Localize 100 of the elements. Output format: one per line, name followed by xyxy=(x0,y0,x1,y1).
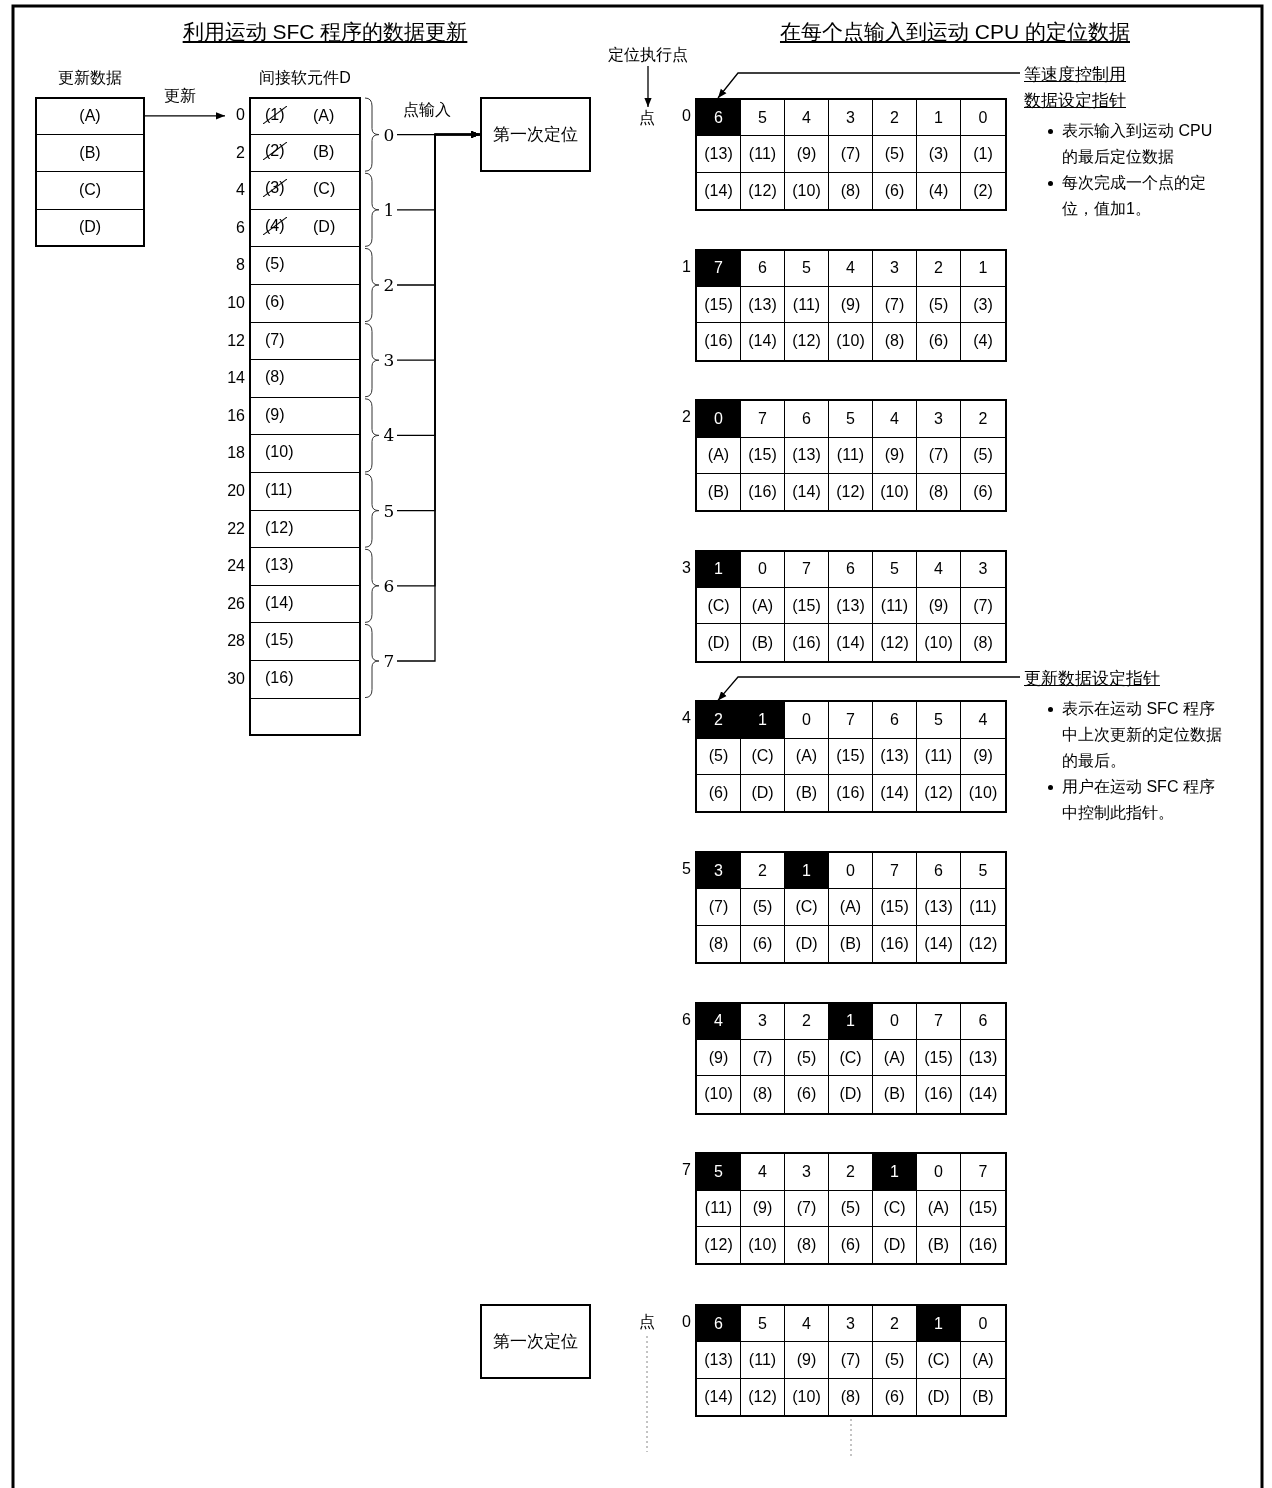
table-cell: (11) xyxy=(829,437,873,474)
table-cell: (15) xyxy=(873,889,917,926)
point-label: 点 xyxy=(637,107,657,129)
row-number: 10 xyxy=(226,294,245,312)
table-cell: (14) xyxy=(697,1378,741,1415)
row-number: 0 xyxy=(681,1313,691,1331)
row-number: 0 xyxy=(235,106,245,124)
row-number: 18 xyxy=(226,444,245,463)
table-cell: 0 xyxy=(697,401,741,438)
table-cell: (15) xyxy=(917,1039,961,1077)
table-cell: 3 xyxy=(829,100,873,137)
table-cell-text: (4) xyxy=(972,331,994,352)
table-cell: (B) xyxy=(829,925,873,962)
table-cell: 1 xyxy=(917,100,961,137)
table-cell: 5 xyxy=(829,401,873,438)
table-cell: (12) xyxy=(829,473,873,511)
table-cell: 5 xyxy=(961,853,1005,890)
table-cell: 1 xyxy=(873,1154,917,1191)
table-cell: (A) xyxy=(829,889,873,926)
row-number: 12 xyxy=(226,331,245,350)
table-cell: (A) xyxy=(741,588,785,625)
table-cell: 3 xyxy=(697,853,741,890)
table-cell: (12) xyxy=(741,172,785,209)
table-cell: (B) xyxy=(785,775,829,812)
table-cell: (D) xyxy=(829,1076,873,1113)
table-cell: (11) xyxy=(697,1190,741,1227)
table-cell: (B) xyxy=(917,1226,961,1264)
table-cell-text: (8) xyxy=(972,632,994,653)
bullet-text: 表示在运动 SFC 程序中上次更新的定位数据的最后。 xyxy=(1062,699,1223,771)
table-cell: (8) xyxy=(873,323,917,360)
table-cell: (16) xyxy=(829,775,873,812)
row-number: 22 xyxy=(226,519,245,538)
table-cell: (7) xyxy=(873,286,917,324)
table-cell: (11) xyxy=(741,1342,785,1379)
table-cell: (5) xyxy=(873,136,917,173)
table-cell: 6 xyxy=(697,1306,741,1343)
table-cell: (10) xyxy=(785,172,829,209)
table-cell: (6) xyxy=(829,1226,873,1264)
table-cell: 5 xyxy=(917,702,961,739)
table-cell: (5) xyxy=(961,437,1005,474)
cell-text: (A) xyxy=(313,107,335,125)
table-cell: 5 xyxy=(873,551,917,589)
table-cell: 3 xyxy=(961,551,1005,589)
table-cell: 3 xyxy=(917,401,961,438)
table-cell: (10) xyxy=(785,1378,829,1415)
table-cell: (16) xyxy=(785,624,829,661)
table-cell: (14) xyxy=(741,323,785,360)
bullet-text: 用户在运动 SFC 程序中控制此指针。 xyxy=(1062,777,1216,823)
table-cell: (13) xyxy=(961,1039,1005,1077)
table-cell: (16) xyxy=(697,323,741,360)
table-cell: 7 xyxy=(917,1003,961,1040)
table-cell: (16) xyxy=(917,1076,961,1113)
table-cell: 6 xyxy=(917,853,961,890)
table-cell: 0 xyxy=(961,100,1005,137)
table-cell: 0 xyxy=(873,1003,917,1040)
cell-text: (14) xyxy=(265,593,294,612)
table-cell: (8) xyxy=(741,1076,785,1113)
table-cell: (13) xyxy=(697,1342,741,1379)
cell-text: (16) xyxy=(265,669,294,687)
table-cell: (10) xyxy=(917,624,961,661)
pointer-label: 等速度控制用数据设定指针 xyxy=(1024,64,1127,112)
table-cell: (7) xyxy=(829,1342,873,1379)
table-heading: 间接软元件D xyxy=(258,68,352,88)
table-cell: (D) xyxy=(873,1226,917,1264)
table-cell: 4 xyxy=(873,401,917,438)
table-cell: (7) xyxy=(697,889,741,926)
table-cell: 0 xyxy=(741,551,785,589)
table-cell: (14) xyxy=(829,624,873,661)
table-cell: (D) xyxy=(917,1378,961,1415)
table-cell: (C) xyxy=(741,738,785,776)
table-cell: 6 xyxy=(829,551,873,589)
table-cell: 0 xyxy=(829,853,873,890)
table-cell: 6 xyxy=(961,1003,1005,1040)
title: 在每个点输入到运动 CPU 的定位数据 xyxy=(779,19,1131,45)
cell-text: (9) xyxy=(265,405,285,424)
table-cell: (3) xyxy=(961,286,1005,324)
table-cell: (A) xyxy=(697,437,741,474)
table-cell: 6 xyxy=(741,250,785,287)
table-cell: 5 xyxy=(785,250,829,287)
table-cell: (15) xyxy=(785,588,829,625)
table-cell: (9) xyxy=(917,588,961,625)
title: 利用运动 SFC 程序的数据更新 xyxy=(181,19,469,45)
table-cell: 1 xyxy=(917,1306,961,1343)
table-cell: (15) xyxy=(829,738,873,776)
table-cell: 7 xyxy=(741,401,785,438)
table-cell: (A) xyxy=(873,1039,917,1077)
row-number: 3 xyxy=(681,558,691,577)
table-cell: 2 xyxy=(917,250,961,287)
table-cell: 4 xyxy=(741,1154,785,1191)
table-cell: (C) xyxy=(785,889,829,926)
table-cell: (C) xyxy=(917,1342,961,1379)
cell-text: (6) xyxy=(265,293,285,311)
row-number: 26 xyxy=(226,594,245,613)
cell-text: (5) xyxy=(265,255,285,274)
table-cell: (9) xyxy=(697,1039,741,1077)
row-number: 2 xyxy=(235,143,245,162)
table-cell: (7) xyxy=(829,136,873,173)
cell-text: (C) xyxy=(313,180,336,199)
table-cell: 7 xyxy=(961,1154,1005,1191)
edge-label: 点输入 xyxy=(402,100,452,121)
